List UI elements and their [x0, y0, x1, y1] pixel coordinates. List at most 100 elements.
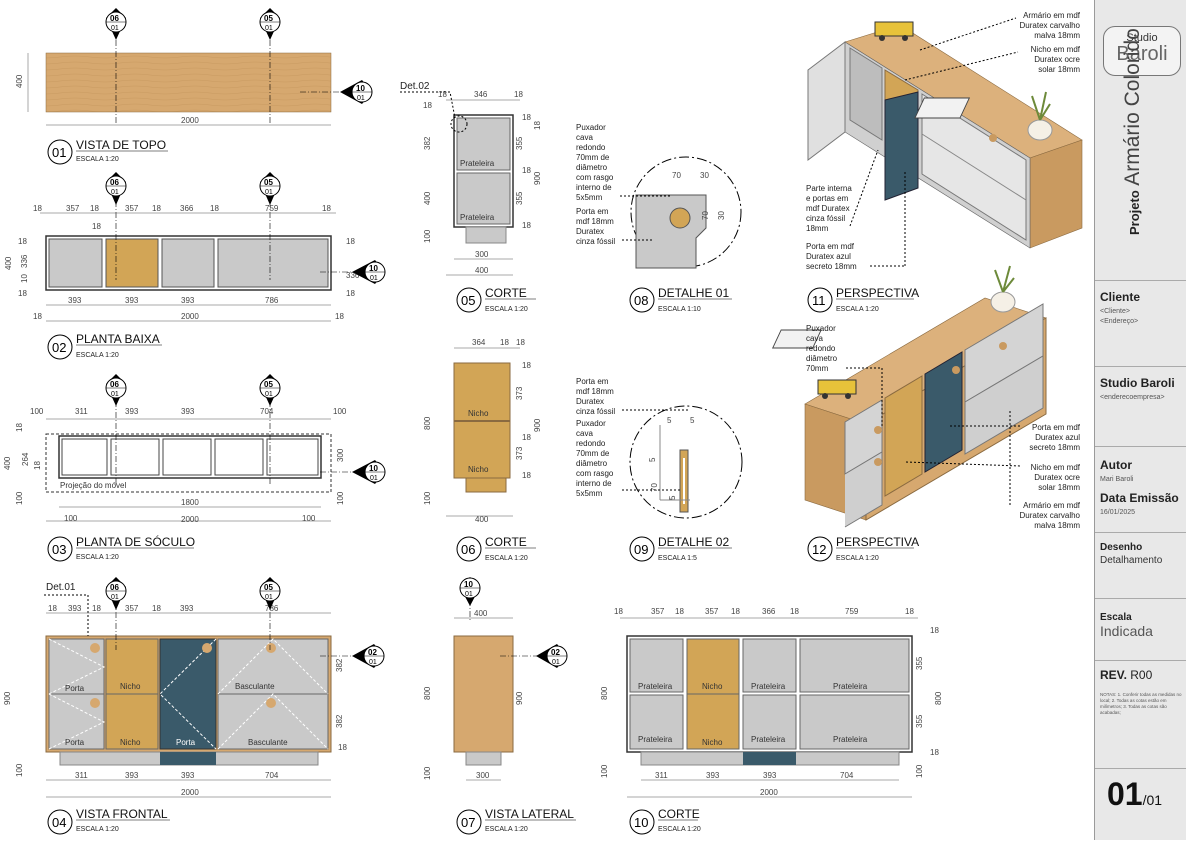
- marker-05-c[interactable]: 05 01: [259, 374, 281, 406]
- svg-text:400: 400: [4, 256, 13, 270]
- marker-02-b[interactable]: 02 01: [536, 644, 568, 668]
- svg-text:02: 02: [368, 648, 377, 657]
- svg-text:18: 18: [33, 312, 42, 321]
- svg-text:311: 311: [655, 771, 668, 780]
- svg-text:355: 355: [915, 714, 924, 728]
- svg-text:18: 18: [15, 423, 24, 432]
- svg-text:70mm: 70mm: [806, 364, 829, 373]
- svg-text:DETALHE 01: DETALHE 01: [658, 286, 729, 300]
- svg-text:ESCALA 1:5: ESCALA 1:5: [658, 555, 697, 562]
- svg-text:18: 18: [522, 361, 531, 370]
- svg-text:2000: 2000: [181, 788, 199, 797]
- svg-text:interno de: interno de: [576, 183, 612, 192]
- studio-address: <enderecoempresa>: [1100, 394, 1165, 401]
- svg-text:Nicho: Nicho: [468, 409, 489, 418]
- svg-text:DETALHE 02: DETALHE 02: [658, 535, 729, 549]
- svg-text:Nicho: Nicho: [468, 465, 489, 474]
- svg-text:ESCALA 1:20: ESCALA 1:20: [485, 555, 528, 562]
- svg-text:400: 400: [474, 609, 488, 618]
- svg-text:Porta em mdf: Porta em mdf: [806, 242, 855, 251]
- svg-text:Duratex ocre: Duratex ocre: [1034, 55, 1080, 64]
- svg-text:18: 18: [790, 607, 799, 616]
- view-badge: [47, 139, 73, 165]
- svg-text:mdf 18mm: mdf 18mm: [576, 217, 614, 226]
- svg-text:06: 06: [461, 542, 475, 557]
- svg-text:300: 300: [336, 448, 345, 462]
- svg-text:Nicho em mdf: Nicho em mdf: [1031, 45, 1081, 54]
- svg-text:Nicho em mdf: Nicho em mdf: [1031, 463, 1081, 472]
- svg-text:06: 06: [110, 178, 119, 187]
- svg-text:Det.02: Det.02: [400, 81, 430, 92]
- client-name: <Cliente>: [1100, 308, 1130, 315]
- svg-text:Puxador: Puxador: [576, 123, 606, 132]
- marker-10-c[interactable]: 10 01: [352, 460, 386, 484]
- svg-text:357: 357: [125, 204, 139, 213]
- svg-text:400: 400: [3, 456, 12, 470]
- marker-10-d[interactable]: 10 01: [459, 577, 481, 606]
- svg-text:PLANTA BAIXA: PLANTA BAIXA: [76, 332, 160, 346]
- svg-text:800: 800: [423, 416, 432, 430]
- svg-text:ESCALA 1:20: ESCALA 1:20: [76, 352, 119, 359]
- svg-text:900: 900: [515, 691, 524, 705]
- detail01-note: Puxador cava redondo 70mm de diâmetro co…: [576, 123, 672, 246]
- section-marker-06[interactable]: 06 01: [105, 8, 127, 40]
- svg-text:02: 02: [52, 340, 66, 355]
- svg-text:cava: cava: [806, 334, 823, 343]
- marker-10-b[interactable]: 10 01: [352, 260, 386, 284]
- perspective12-notes: Puxador cava redondo diâmetro 70mm Porta…: [806, 324, 1081, 530]
- view-title: VISTA DE TOPO: [76, 138, 166, 152]
- svg-text:06: 06: [110, 583, 119, 592]
- svg-text:18: 18: [48, 604, 57, 613]
- svg-text:18: 18: [346, 289, 355, 298]
- svg-text:Nicho: Nicho: [702, 682, 723, 691]
- marker-06-d[interactable]: 06 01: [105, 577, 127, 610]
- svg-text:336: 336: [20, 254, 29, 268]
- perspective11-notes: Armário em mdf Duratex carvalho malva 18…: [806, 11, 1081, 271]
- svg-text:5x5mm: 5x5mm: [576, 193, 603, 202]
- section-marker-05[interactable]: 05 01: [259, 8, 281, 40]
- svg-text:diâmetro: diâmetro: [576, 163, 608, 172]
- marker-05-d[interactable]: 05 01: [259, 577, 281, 610]
- svg-text:759: 759: [845, 607, 859, 616]
- svg-text:18: 18: [18, 237, 27, 246]
- marker-06-c[interactable]: 06 01: [105, 374, 127, 406]
- view-number: 01: [52, 145, 66, 160]
- svg-text:Prateleira: Prateleira: [751, 682, 786, 691]
- svg-text:Nicho: Nicho: [120, 738, 141, 747]
- svg-text:01: 01: [111, 25, 119, 32]
- svg-text:Puxador: Puxador: [806, 324, 836, 333]
- svg-text:solar 18mm: solar 18mm: [1038, 65, 1080, 74]
- svg-text:Porta: Porta: [176, 738, 196, 747]
- svg-text:Nicho: Nicho: [120, 682, 141, 691]
- svg-text:900: 900: [533, 171, 542, 185]
- svg-text:100: 100: [915, 764, 924, 778]
- drawing-heading: Desenho: [1100, 542, 1143, 553]
- section-marker-10[interactable]: 10 01: [340, 80, 373, 104]
- revision: REV. R00: [1100, 668, 1153, 682]
- svg-text:800: 800: [600, 686, 609, 700]
- svg-text:Prateleira: Prateleira: [460, 213, 495, 222]
- svg-text:08: 08: [634, 293, 648, 308]
- dim-length: 2000: [181, 116, 199, 125]
- svg-text:18: 18: [335, 312, 344, 321]
- svg-text:18: 18: [675, 607, 684, 616]
- svg-text:10: 10: [464, 580, 473, 589]
- marker-05-b[interactable]: 05 01: [259, 172, 281, 205]
- svg-text:355: 355: [915, 656, 924, 670]
- project-name: Projeto Armário Colorido: [1121, 28, 1144, 235]
- marker-02-a[interactable]: 02 01: [352, 644, 385, 668]
- svg-text:Duratex: Duratex: [576, 397, 604, 406]
- scale-value: Indicada: [1100, 623, 1153, 639]
- svg-text:100: 100: [302, 514, 316, 523]
- svg-text:2000: 2000: [760, 788, 778, 797]
- svg-text:18: 18: [90, 204, 99, 213]
- svg-text:Prateleira: Prateleira: [833, 682, 868, 691]
- svg-text:100: 100: [333, 407, 347, 416]
- svg-text:382: 382: [423, 136, 432, 150]
- svg-text:2000: 2000: [181, 515, 199, 524]
- marker-06-b[interactable]: 06 01: [105, 172, 127, 205]
- svg-text:100: 100: [15, 763, 24, 777]
- svg-text:01: 01: [111, 391, 119, 398]
- svg-text:PLANTA DE SÓCULO: PLANTA DE SÓCULO: [76, 534, 195, 549]
- view-07-side: 400 800 100 900 300 07 VISTA LATERAL ESC…: [423, 600, 576, 835]
